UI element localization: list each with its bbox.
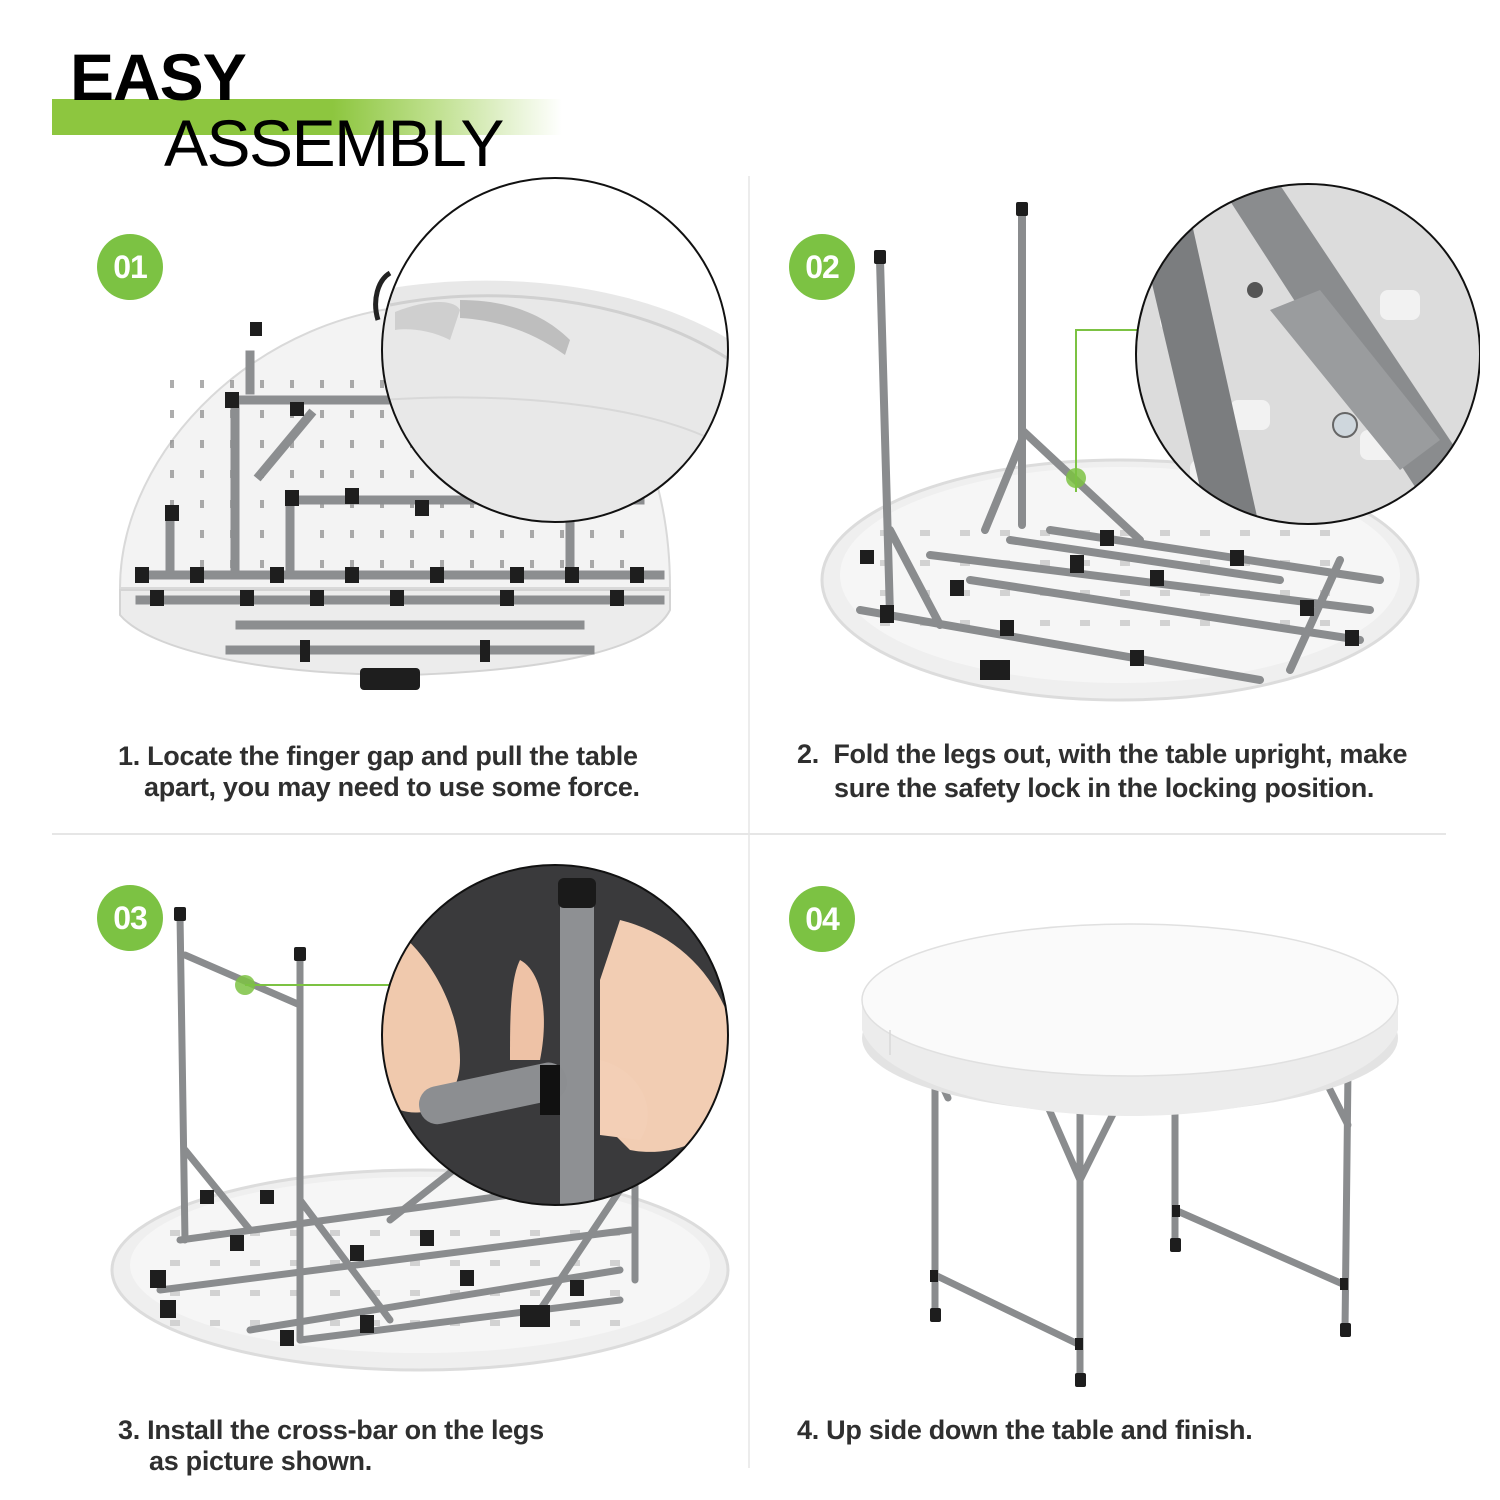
- page-title-assembly: ASSEMBLY: [164, 106, 504, 180]
- crossbar-hand-closeup: [381, 864, 729, 1206]
- safety-lock-closeup: [1135, 183, 1480, 525]
- step-4-badge: 04: [789, 886, 855, 952]
- vertical-divider: [748, 176, 750, 1468]
- step-1-caption-line1: 1. Locate the finger gap and pull the ta…: [118, 741, 638, 771]
- step-4-caption: 4. Up side down the table and finish.: [797, 1415, 1253, 1446]
- finger-gap-closeup: [381, 177, 729, 523]
- step-3-caption: 3. Install the cross-bar on the legs as …: [118, 1415, 544, 1477]
- step-2-illustration: [800, 170, 1480, 710]
- assembled-table-icon: [861, 923, 1399, 1387]
- title-accent-bar: [52, 99, 562, 135]
- step-2-badge: 02: [789, 234, 855, 300]
- crossbar-install-icon: [110, 864, 730, 1372]
- step-3-caption-line2: as picture shown.: [149, 1446, 372, 1476]
- folded-table-icon: [118, 177, 729, 690]
- step-4-illustration: [840, 920, 1420, 1390]
- step-3-illustration: [100, 860, 740, 1380]
- step-3-caption-line1: 3. Install the cross-bar on the legs: [118, 1415, 544, 1445]
- step-3-badge: 03: [97, 885, 163, 951]
- step-1-badge: 01: [97, 234, 163, 300]
- step-2-caption-line2: sure the safety lock in the locking posi…: [834, 773, 1375, 803]
- horizontal-divider: [52, 833, 1446, 835]
- unfolded-legs-icon: [820, 183, 1480, 702]
- callout-dot-icon: [1066, 468, 1086, 488]
- callout-dot-icon: [235, 975, 255, 995]
- step-1-caption: 1. Locate the finger gap and pull the ta…: [118, 741, 640, 803]
- step-4-caption-line1: 4. Up side down the table and finish.: [797, 1415, 1253, 1445]
- step-1-illustration: [110, 170, 740, 710]
- step-2-caption-line1: 2. Fold the legs out, with the table upr…: [797, 739, 1408, 769]
- step-2-caption: 2. Fold the legs out, with the table upr…: [797, 739, 1408, 804]
- callout-line: [1075, 329, 1148, 492]
- step-1-caption-line2: apart, you may need to use some force.: [144, 772, 640, 802]
- page-title-easy: EASY: [70, 40, 247, 114]
